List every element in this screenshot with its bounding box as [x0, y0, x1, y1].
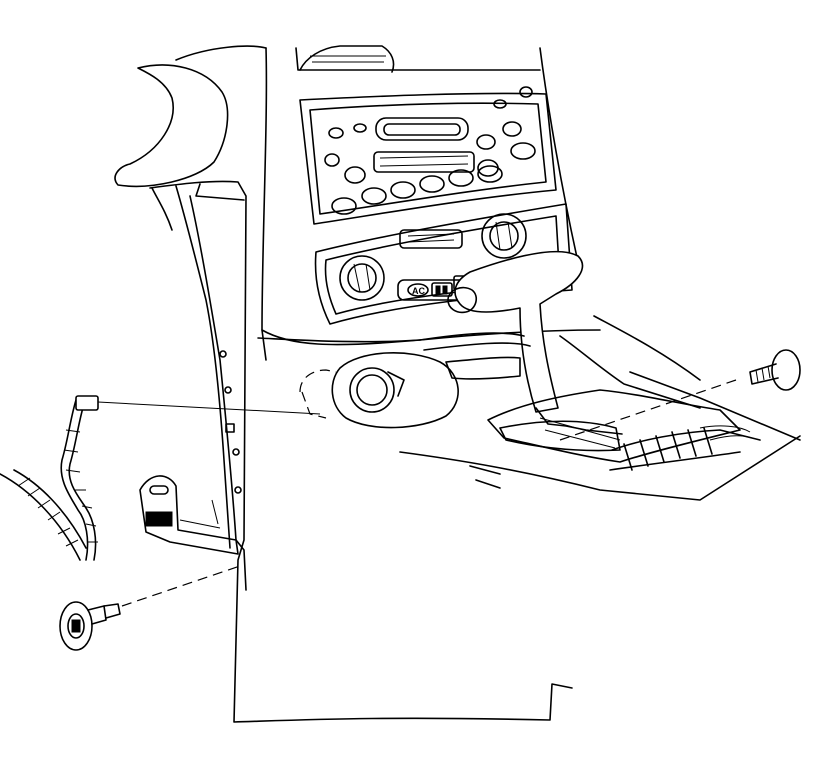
wiring-connector-icon [75, 395, 99, 411]
screw-icon [59, 601, 121, 651]
floor-console [257, 315, 801, 501]
dash-center-stack: AC [261, 45, 601, 346]
gear-shift-lever [419, 250, 701, 413]
ac-button-label: AC [412, 286, 425, 296]
floor-bracket [139, 475, 239, 555]
console-side-trim-panel [149, 180, 573, 723]
lighter-pocket [299, 352, 459, 429]
wiring-harness [0, 395, 321, 561]
screw-leader-line [121, 565, 241, 607]
steering-column-shroud [114, 45, 267, 188]
bolt-icon [749, 349, 801, 391]
